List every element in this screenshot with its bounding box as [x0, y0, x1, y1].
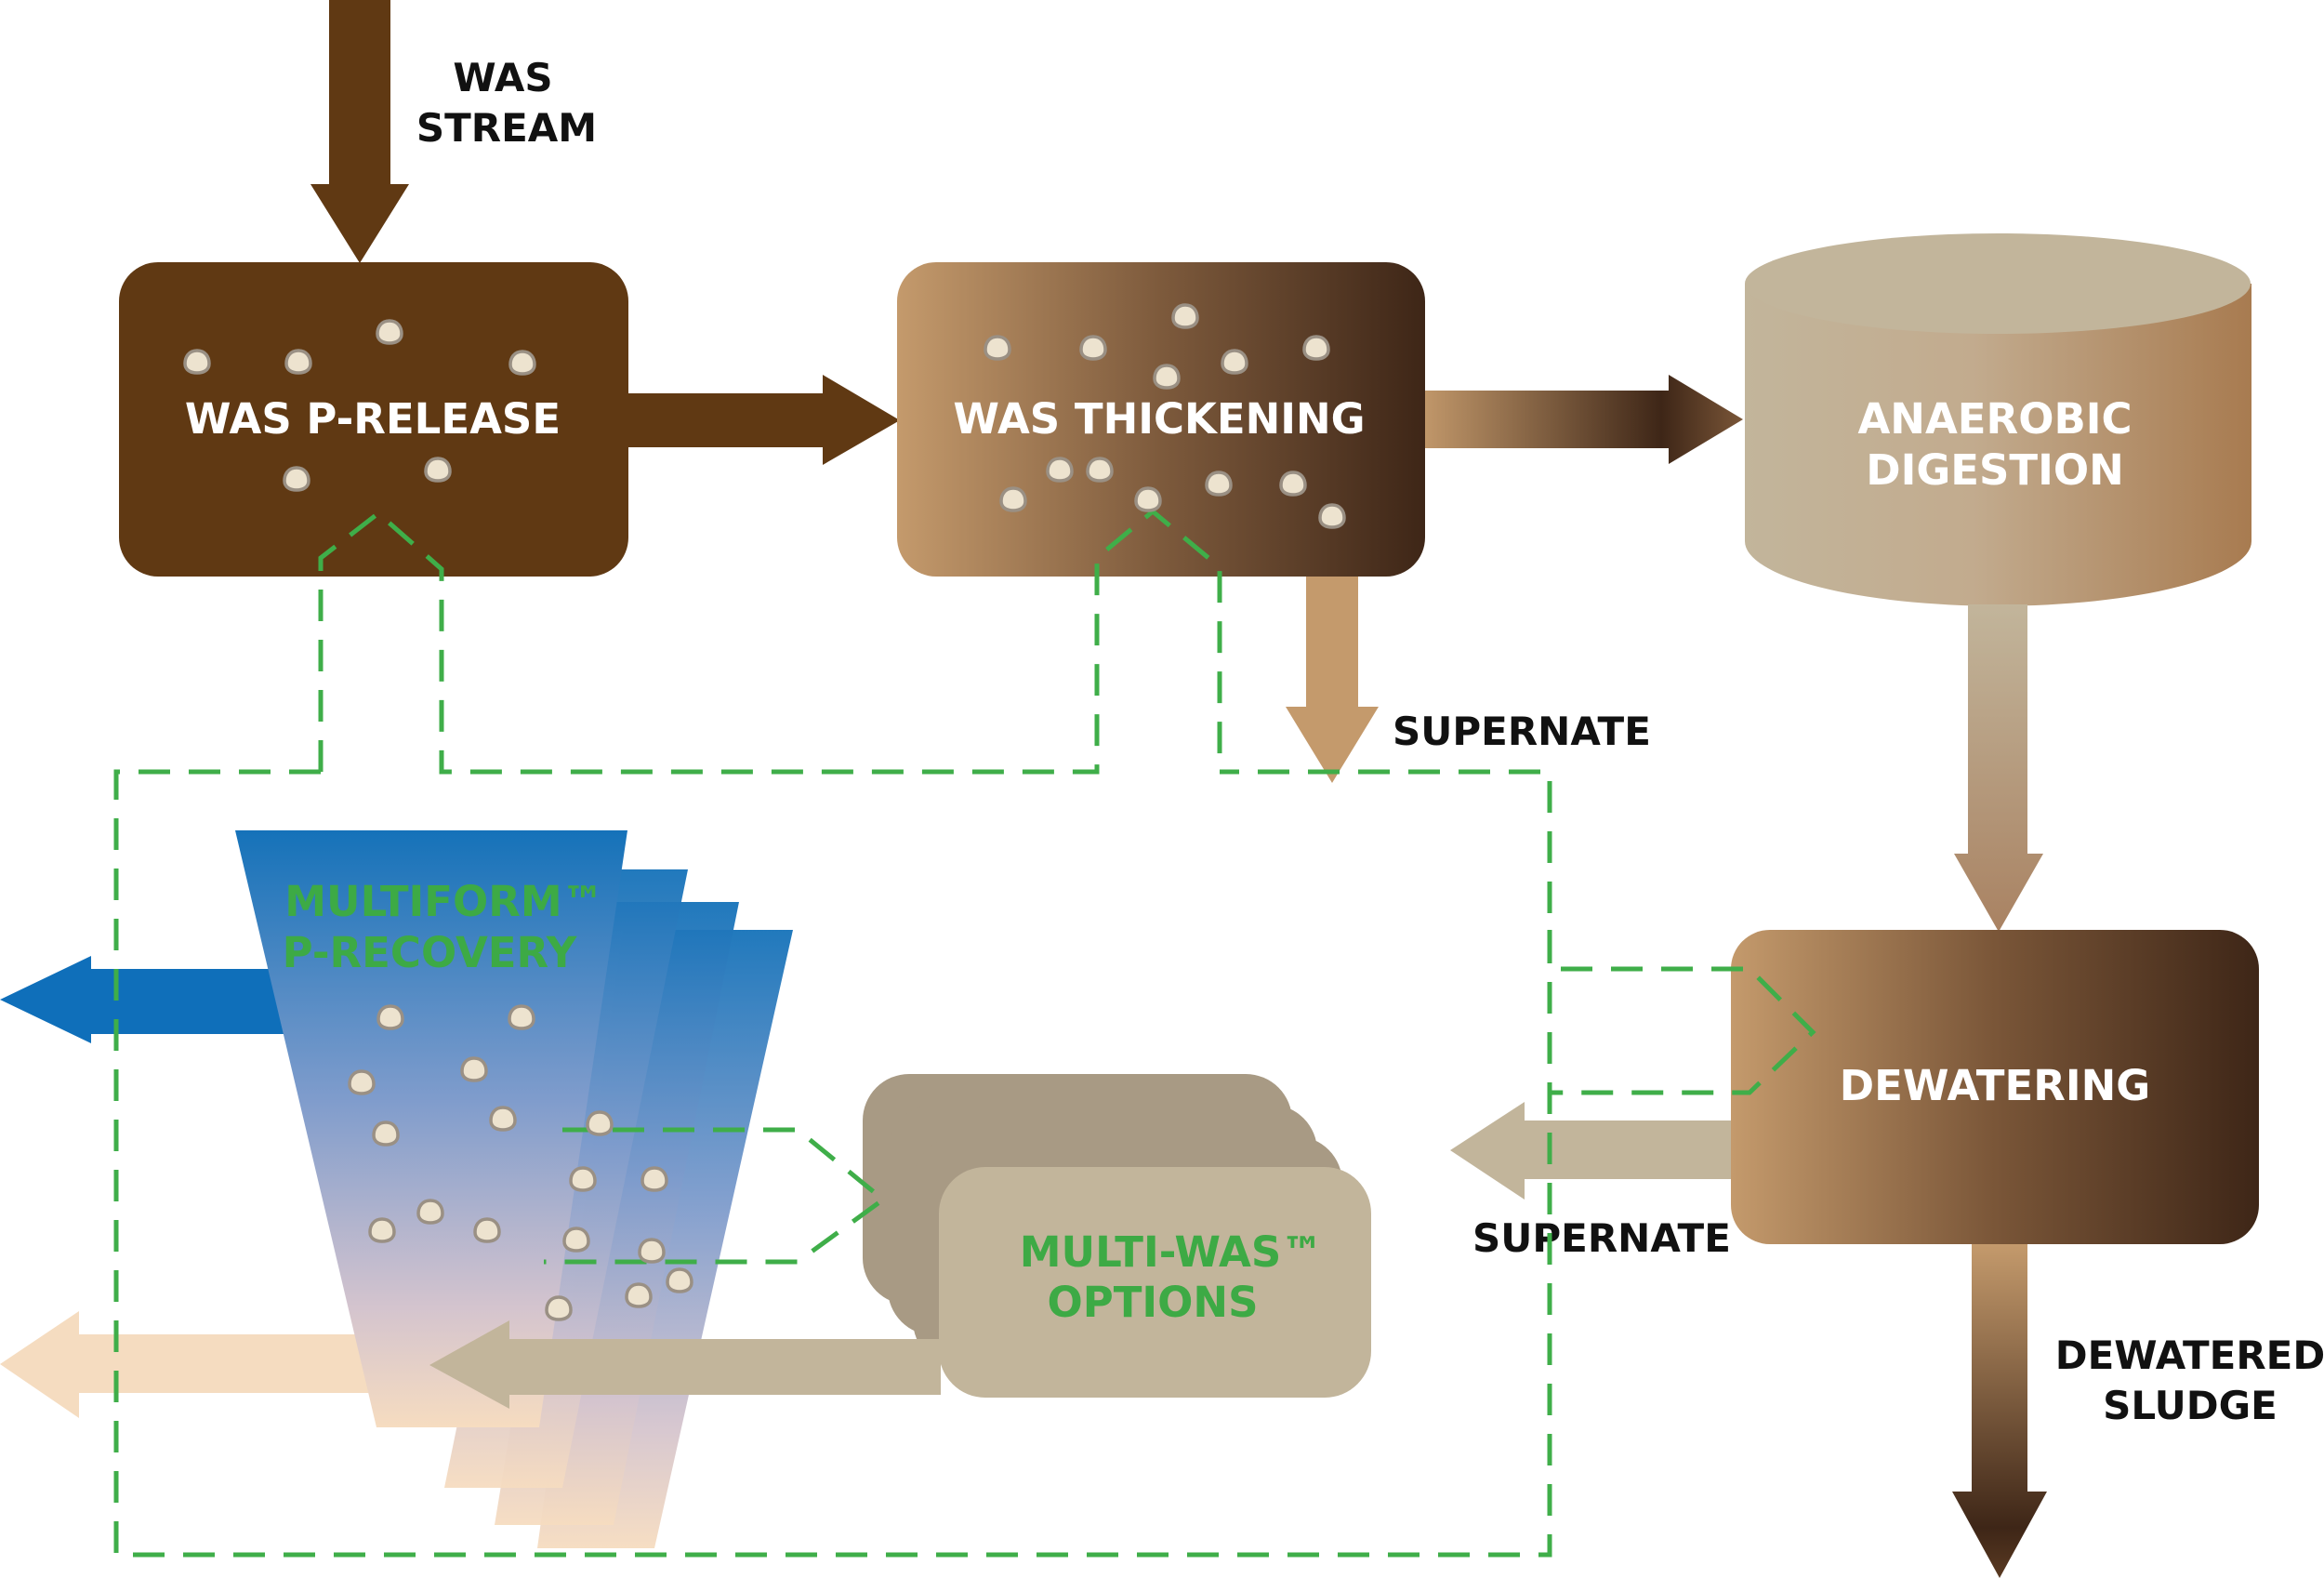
- multi-was-label-2: OPTIONS: [1048, 1278, 1259, 1327]
- phosphorus-pellet-icon: [183, 349, 211, 375]
- phosphorus-pellet-icon: [283, 466, 310, 492]
- phosphorus-pellet-icon: [416, 1199, 444, 1225]
- dewatering-box: [1731, 930, 2259, 1244]
- dewatering-label: DEWATERING: [1840, 1061, 2150, 1110]
- was-thickening-box: [897, 262, 1425, 577]
- phosphorus-pellet-icon: [545, 1295, 573, 1321]
- phosphorus-pellet-icon: [1318, 503, 1346, 529]
- thickening-to-digestion-arrow: [1418, 375, 1743, 464]
- phosphorus-pellet-icon: [460, 1056, 488, 1082]
- anaerobic-digestion-label-2: DIGESTION: [1866, 445, 2124, 495]
- phosphorus-pellet-icon: [1086, 457, 1114, 483]
- phosphorus-pellet-icon: [586, 1110, 614, 1136]
- phosphorus-pellet-icon: [569, 1166, 597, 1192]
- phosphorus-pellet-icon: [376, 319, 403, 345]
- was-stream-arrow: [310, 0, 409, 263]
- dashed-loop-boundary: [113, 769, 1552, 1558]
- multiform-label-2: P-RECOVERY: [283, 928, 578, 977]
- phosphorus-pellet-icon: [625, 1282, 653, 1308]
- dashed-multi-was-feed: [544, 1127, 888, 1265]
- thickening-supernate-arrow: [1286, 572, 1379, 783]
- was-p-release-box: [119, 262, 628, 577]
- dewatered-sludge-label-1: DEWATERED: [2055, 1333, 2324, 1378]
- multi-was-label-1: MULTI-WAS™: [1020, 1227, 1324, 1277]
- phosphorus-pellet-icon: [1046, 457, 1074, 483]
- phosphorus-pellet-icon: [473, 1217, 501, 1243]
- multiform-label-1: MULTIFORM™: [284, 877, 603, 926]
- phosphorus-pellet-icon: [666, 1267, 693, 1293]
- multi-was-return-arrow: [429, 1320, 941, 1409]
- phosphorus-pellet-icon: [562, 1227, 590, 1253]
- dashed-dewatering-feed: [1547, 930, 1816, 1125]
- phosphorus-pellet-icon: [1079, 335, 1107, 361]
- phosphorus-pellet-icon: [1221, 349, 1248, 375]
- phosphorus-pellet-icon: [424, 457, 452, 483]
- phosphorus-pellet-icon: [999, 486, 1027, 512]
- multiform-cone-front: [235, 830, 627, 1427]
- supernate-bottom-label: SUPERNATE: [1472, 1215, 1731, 1261]
- supernate-top-label: SUPERNATE: [1393, 709, 1651, 754]
- phosphorus-pellet-icon: [1153, 364, 1181, 390]
- anaerobic-digestion-tank: [1745, 284, 2251, 606]
- pellet-group: [183, 303, 1346, 1321]
- phosphorus-pellet-icon: [1302, 335, 1330, 361]
- phosphorus-pellet-icon: [640, 1166, 668, 1192]
- was-p-release-label: WAS P-RELEASE: [185, 394, 561, 444]
- phosphorus-pellet-icon: [638, 1238, 666, 1264]
- phosphorus-pellet-icon: [372, 1121, 400, 1147]
- phosphorus-pellet-icon: [984, 335, 1011, 361]
- dewatering-supernate-arrow: [1450, 1102, 1734, 1200]
- dashed-release-feed: [318, 508, 1222, 775]
- phosphorus-pellet-icon: [1205, 471, 1233, 497]
- digestion-tank-lid: [1745, 233, 2251, 334]
- release-to-thickening-arrow: [627, 375, 900, 465]
- phosphorus-pellet-icon: [508, 1004, 535, 1030]
- dewatered-sludge-arrow: [1952, 1244, 2047, 1578]
- phosphorus-pellet-icon: [368, 1217, 396, 1243]
- digestion-to-dewatering-arrow: [1954, 604, 2043, 932]
- was-thickening-label: WAS THICKENING: [953, 394, 1365, 444]
- phosphorus-pellet-icon: [1171, 303, 1199, 329]
- was-stream-label-1: WAS: [453, 55, 552, 100]
- phosphorus-pellet-icon: [508, 350, 536, 376]
- phosphorus-pellet-icon: [284, 349, 312, 375]
- phosphorus-pellet-icon: [1134, 486, 1162, 512]
- phosphorus-pellet-icon: [489, 1106, 517, 1132]
- multi-was-options-card-front: [939, 1167, 1371, 1398]
- anaerobic-digestion-label-1: ANAEROBIC: [1857, 394, 2132, 444]
- phosphorus-pellet-icon: [348, 1069, 376, 1095]
- phosphorus-pellet-icon: [1279, 471, 1307, 497]
- dewatered-sludge-label-2: SLUDGE: [2103, 1383, 2278, 1428]
- p-recovery-product-arrow: [0, 956, 297, 1043]
- effluent-arrow: [0, 1311, 409, 1418]
- was-stream-label-2: STREAM: [416, 105, 597, 151]
- phosphorus-pellet-icon: [376, 1004, 404, 1030]
